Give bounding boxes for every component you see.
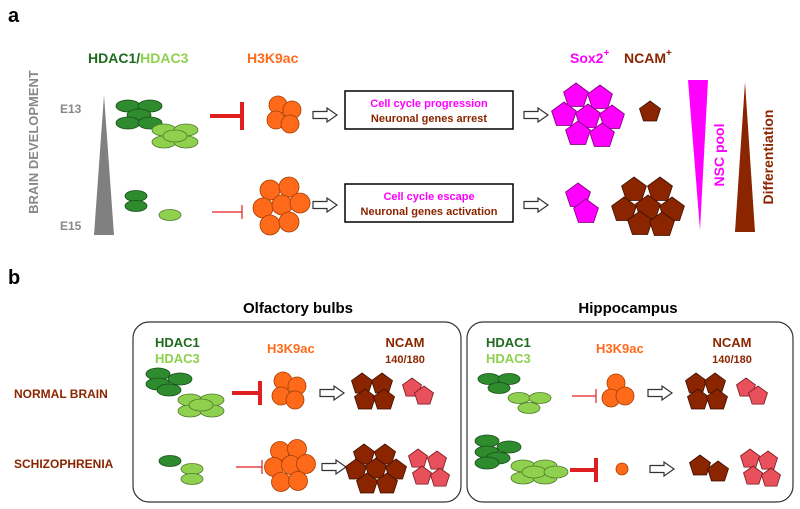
ob-ncam-sub: 140/180: [385, 354, 425, 366]
h3k9ac-cluster-e13: [266, 95, 302, 134]
ncam-heading: NCAM+: [624, 48, 672, 66]
ob-schizo-inhibition: [236, 460, 263, 474]
e15-label: E15: [60, 219, 82, 233]
hc-schizo-arrow: [649, 461, 675, 477]
nsc-pool-wedge: [688, 80, 708, 230]
hc-ncam-sub: 140/180: [712, 354, 752, 366]
sox2-heading: Sox2+: [570, 48, 609, 66]
ob-h3k9ac-header: H3K9ac: [267, 341, 315, 356]
schizophrenia-label: SCHIZOPHRENIA: [14, 457, 114, 471]
box-cell-cycle-progression: [344, 90, 514, 130]
ob-schizo-h3k9ac: [264, 439, 316, 492]
arrow-a4: [523, 197, 549, 213]
ob-schizo-hdac: [158, 455, 204, 485]
hc-schizo-hdac: [474, 434, 569, 485]
olfactory-bulbs-box: [132, 321, 462, 503]
ob-normal-h3k9ac: [271, 371, 307, 410]
ob-schizo-ncam-pink: [408, 448, 450, 487]
development-triangle: [94, 95, 114, 235]
e13-label: E13: [60, 102, 82, 116]
hdac1-heading: HDAC1: [88, 50, 136, 66]
ob-normal-hdac: [145, 367, 225, 418]
arrow-a3: [312, 197, 338, 213]
h3k9ac-cluster-e15: [252, 176, 311, 236]
hdac3-heading: HDAC3: [140, 50, 188, 66]
hc-schizo-ncam-pink: [740, 448, 781, 487]
ob-schizo-arrow: [321, 459, 347, 475]
inhibition-e13: [210, 102, 244, 130]
hc-normal-ncam-dark: [685, 372, 728, 410]
hc-normal-hdac: [477, 373, 552, 414]
normal-brain-label: NORMAL BRAIN: [14, 387, 108, 401]
arrow-a1: [312, 107, 338, 123]
ob-normal-inhibition: [232, 381, 262, 405]
ob-normal-arrow: [319, 385, 345, 401]
panel-b-label: b: [8, 267, 20, 289]
hc-normal-arrow: [647, 385, 673, 401]
hc-hdac1-header: HDAC1: [486, 335, 531, 350]
hdac-cluster-e15: [124, 190, 182, 221]
ncam-cell-e13: [639, 100, 661, 122]
differentiation-label: Differentiation: [760, 110, 776, 205]
ob-normal-ncam-dark: [351, 372, 395, 410]
hc-normal-ncam-pink: [736, 377, 768, 405]
ncam-cluster-e15: [611, 176, 685, 236]
hc-schizo-inhibition: [570, 458, 598, 482]
box2-line1: Cell cycle escape: [383, 191, 474, 203]
ob-normal-ncam-pink: [402, 377, 434, 405]
h3k9ac-heading: H3K9ac: [247, 50, 299, 66]
differentiation-wedge: [735, 82, 755, 232]
hdac-cluster-e13: [115, 99, 199, 149]
hippocampus-box: [466, 321, 794, 503]
arrow-a2: [523, 107, 549, 123]
hc-normal-h3k9ac: [601, 373, 635, 408]
ob-schizo-ncam-dark: [345, 443, 407, 494]
box-cell-cycle-escape: [344, 183, 514, 223]
hc-h3k9ac-header: H3K9ac: [596, 341, 644, 356]
brain-development-label: BRAIN DEVELOPMENT: [26, 70, 41, 214]
box2-line2: Neuronal genes activation: [361, 206, 498, 218]
hc-schizo-ncam-dark: [689, 454, 729, 482]
hippocampus-title: Hippocampus: [578, 300, 677, 317]
ob-hdac3-header: HDAC3: [155, 351, 200, 366]
sox2-cluster-e13: [551, 82, 625, 147]
panel-a-label: a: [8, 5, 20, 27]
olfactory-bulbs-title: Olfactory bulbs: [243, 300, 353, 317]
inhibition-e15: [212, 205, 243, 219]
box1-line1: Cell cycle progression: [370, 98, 488, 110]
hc-schizo-h3k9ac: [615, 462, 629, 476]
nsc-pool-label: NSC pool: [711, 124, 727, 187]
hc-ncam-header: NCAM: [713, 335, 752, 350]
hc-hdac3-header: HDAC3: [486, 351, 531, 366]
ob-hdac1-header: HDAC1: [155, 335, 200, 350]
hdac-heading: HDAC1/HDAC3: [88, 50, 189, 66]
hc-normal-inhibition: [572, 389, 597, 403]
sox2-cluster-e15: [565, 182, 599, 223]
box1-line2: Neuronal genes arrest: [371, 113, 487, 125]
hdac-slash: /: [136, 50, 140, 66]
ob-ncam-header: NCAM: [386, 335, 425, 350]
